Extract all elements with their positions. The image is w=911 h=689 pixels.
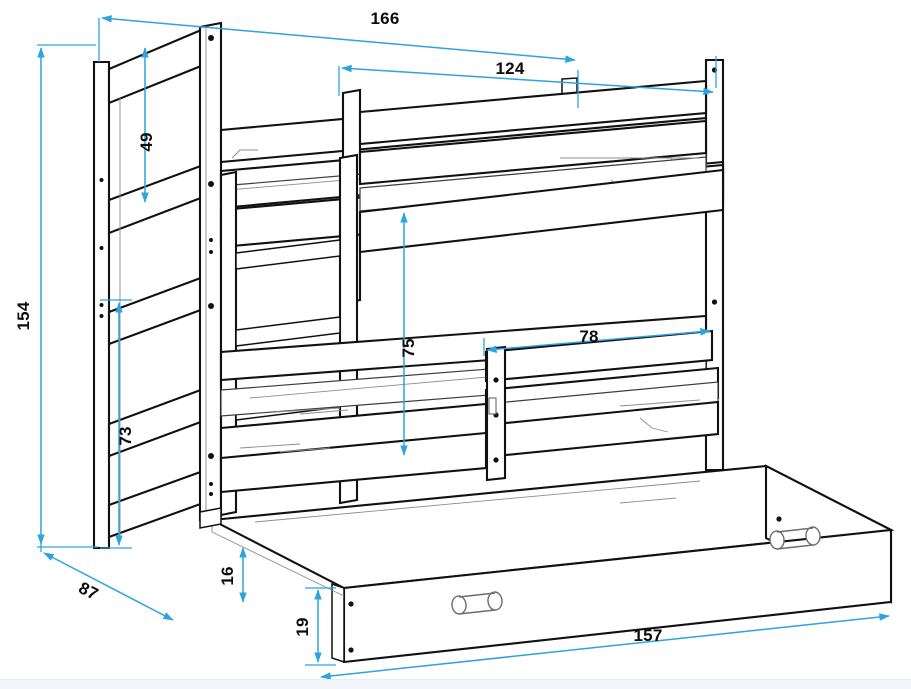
drawer-handle-left [451, 591, 503, 615]
dimension-label-19: 19 [293, 617, 312, 636]
trundle-drawer [208, 464, 895, 664]
bottom-band [0, 679, 911, 689]
dimension-label-75: 75 [399, 338, 418, 357]
dimension-trundle-length: 157 [320, 613, 890, 680]
dimension-label-87: 87 [76, 578, 102, 604]
dimension-overall-height: 154 [14, 44, 98, 548]
dimension-bunk-clearance: 75 [399, 212, 418, 456]
guard-rails-upper [358, 79, 725, 254]
dimension-lower-guardrail: 78 [483, 327, 711, 356]
lower-bunk-assembly [219, 314, 720, 494]
dimension-headboard-height: 49 [137, 47, 156, 203]
dimension-label-16: 16 [218, 566, 237, 585]
dimension-label-166: 166 [371, 9, 400, 28]
dimension-trundle-clearance: 16 [218, 547, 247, 603]
dimension-upper-guardrail: 124 [338, 56, 717, 96]
dimension-label-124: 124 [496, 59, 525, 78]
post-foot-left [199, 507, 222, 529]
dimension-label-73: 73 [116, 426, 135, 445]
headboard-panel [107, 26, 208, 539]
dimension-label-49: 49 [137, 132, 156, 151]
dimension-label-154: 154 [14, 301, 33, 330]
dimension-trundle-height: 19 [293, 587, 336, 666]
dimension-lower-headboard-height: 73 [100, 299, 135, 549]
bunk-bed-assembly [92, 21, 895, 664]
dimension-depth: 87 [40, 544, 174, 621]
dimension-label-78: 78 [579, 327, 598, 346]
corner-post-back-left [92, 60, 111, 550]
corner-post-front-left [198, 21, 223, 522]
drawer-handle-right [769, 526, 821, 550]
dimension-label-157: 157 [634, 626, 663, 645]
